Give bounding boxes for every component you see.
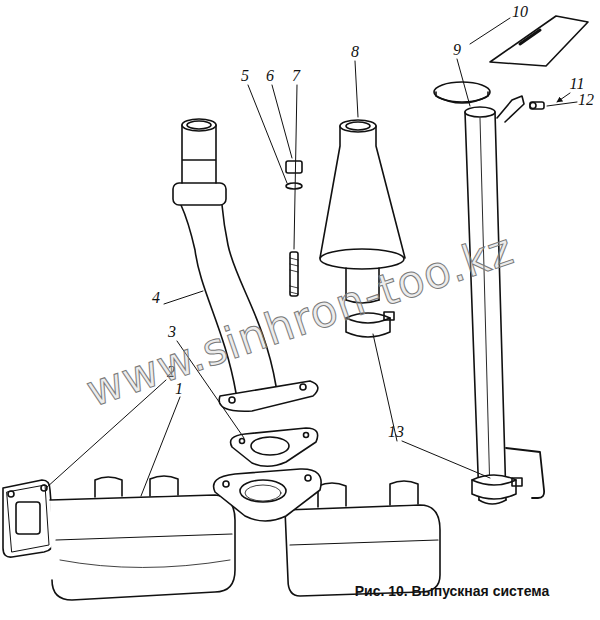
- callout-number: 10: [512, 4, 528, 20]
- callout-number: 13: [388, 424, 404, 440]
- callout-number: 7: [292, 68, 300, 84]
- callout-number: 8: [351, 44, 359, 60]
- callout-number: 5: [241, 68, 249, 84]
- callout-number: 6: [266, 68, 274, 84]
- callout-number: 12: [578, 92, 594, 108]
- callout-number: 9: [453, 42, 461, 58]
- figure-caption: Рис. 10. Выпускная система: [355, 583, 550, 599]
- callout-number: 11: [570, 76, 585, 92]
- callout-number: 4: [152, 290, 160, 306]
